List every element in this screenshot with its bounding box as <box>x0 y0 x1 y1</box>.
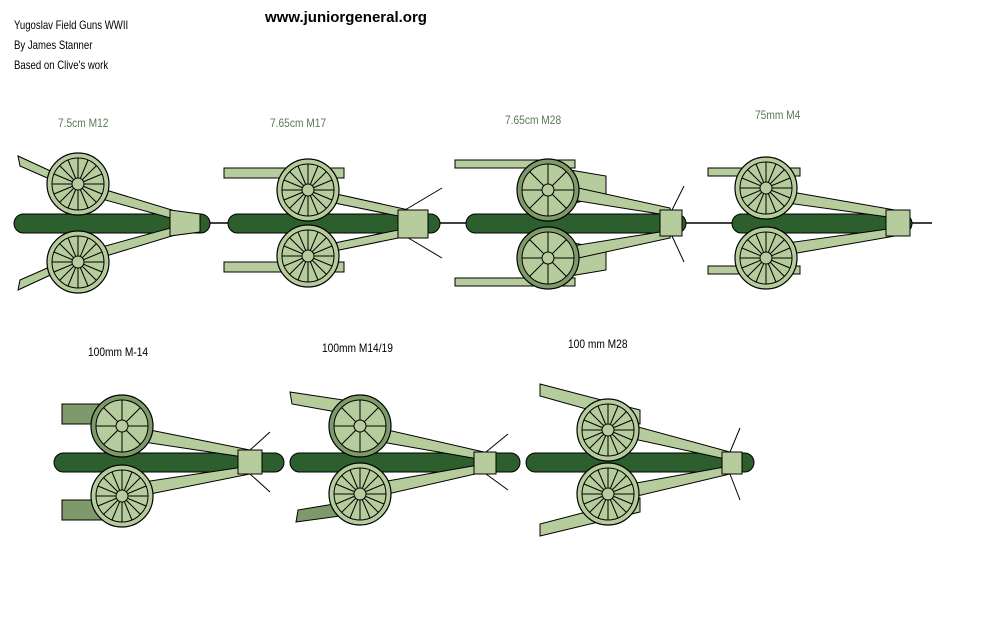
label-75mm-m4: 75mm M4 <box>755 108 801 122</box>
site-url[interactable]: www.juniorgeneral.org <box>265 9 427 26</box>
label-75cm-m12: 7.5cm M12 <box>58 116 109 130</box>
gun-100mm-m28 <box>539 383 743 537</box>
label-765cm-m17: 7.65cm M17 <box>270 116 327 130</box>
label-100mm-m28: 100 mm M28 <box>568 337 628 351</box>
row1-bases <box>13 213 932 234</box>
credit-source: Based on Clive's work <box>14 58 109 72</box>
label-100mm-m14-19: 100mm M14/19 <box>322 341 393 355</box>
gun-75mm-m4 <box>707 156 911 290</box>
gun-100mm-m14 <box>61 394 271 528</box>
gun-765cm-m28 <box>454 158 685 290</box>
gun-75cm-m12 <box>17 152 201 294</box>
label-765cm-m28: 7.65cm M28 <box>505 113 562 127</box>
gun-765cm-m17 <box>223 158 443 288</box>
credit-title: Yugoslav Field Guns WWII <box>14 18 129 32</box>
row2-bases <box>53 452 755 473</box>
gun-100mm-m14-19 <box>289 391 509 526</box>
credit-author: By James Stanner <box>14 38 93 52</box>
label-100mm-m14: 100mm M-14 <box>88 345 149 359</box>
